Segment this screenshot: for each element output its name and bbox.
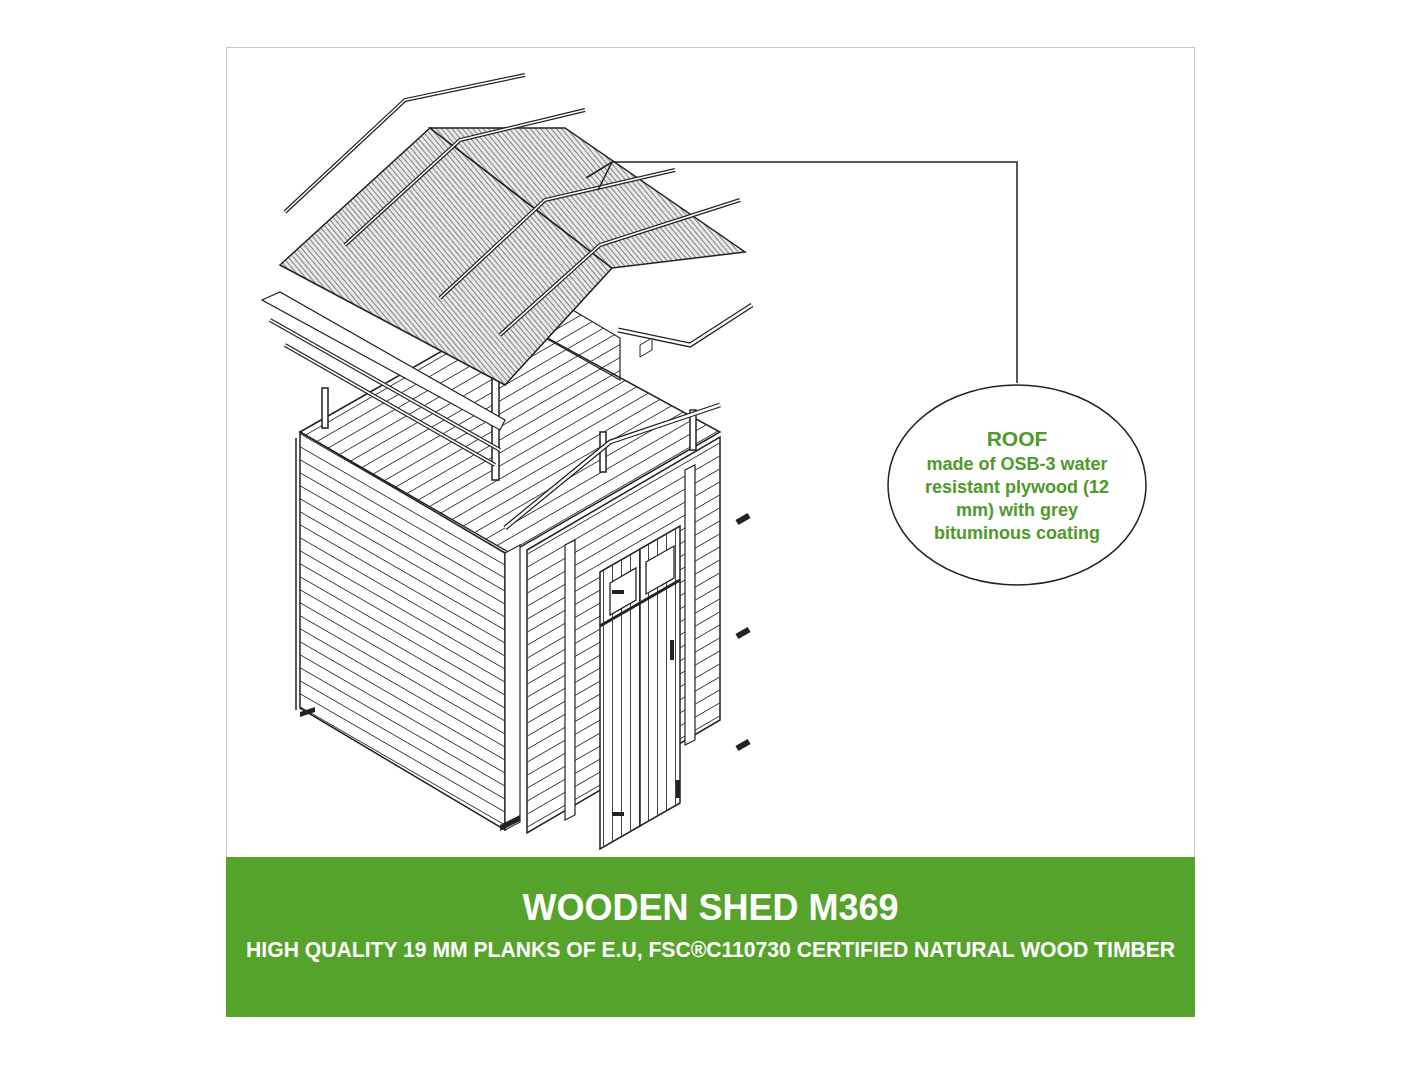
left-wall (300, 432, 505, 830)
door-left (600, 549, 640, 849)
roof-trim (285, 75, 740, 335)
hinges (612, 513, 751, 816)
corner-post (505, 545, 520, 830)
frame (227, 48, 1195, 1017)
title-band: WOODEN SHED M369HIGH QUALITY 19 MM PLANK… (226, 857, 1195, 1017)
gable-beam (505, 405, 720, 528)
leader-line (586, 162, 1017, 383)
callout-heading: ROOF (917, 426, 1117, 452)
band-subtitle: HIGH QUALITY 19 MM PLANKS OF E.U, FSC®C1… (246, 936, 1175, 964)
ellipse-shape (888, 385, 1146, 585)
door-right (640, 526, 680, 826)
leader-line (598, 162, 612, 190)
callout-body: made of OSB-3 water resistant plywood (1… (917, 453, 1117, 545)
roof-panel (430, 128, 745, 268)
band-title: WOODEN SHED M369 (522, 886, 898, 930)
callout-ellipse: ROOFmade of OSB-3 water resistant plywoo… (887, 384, 1147, 586)
